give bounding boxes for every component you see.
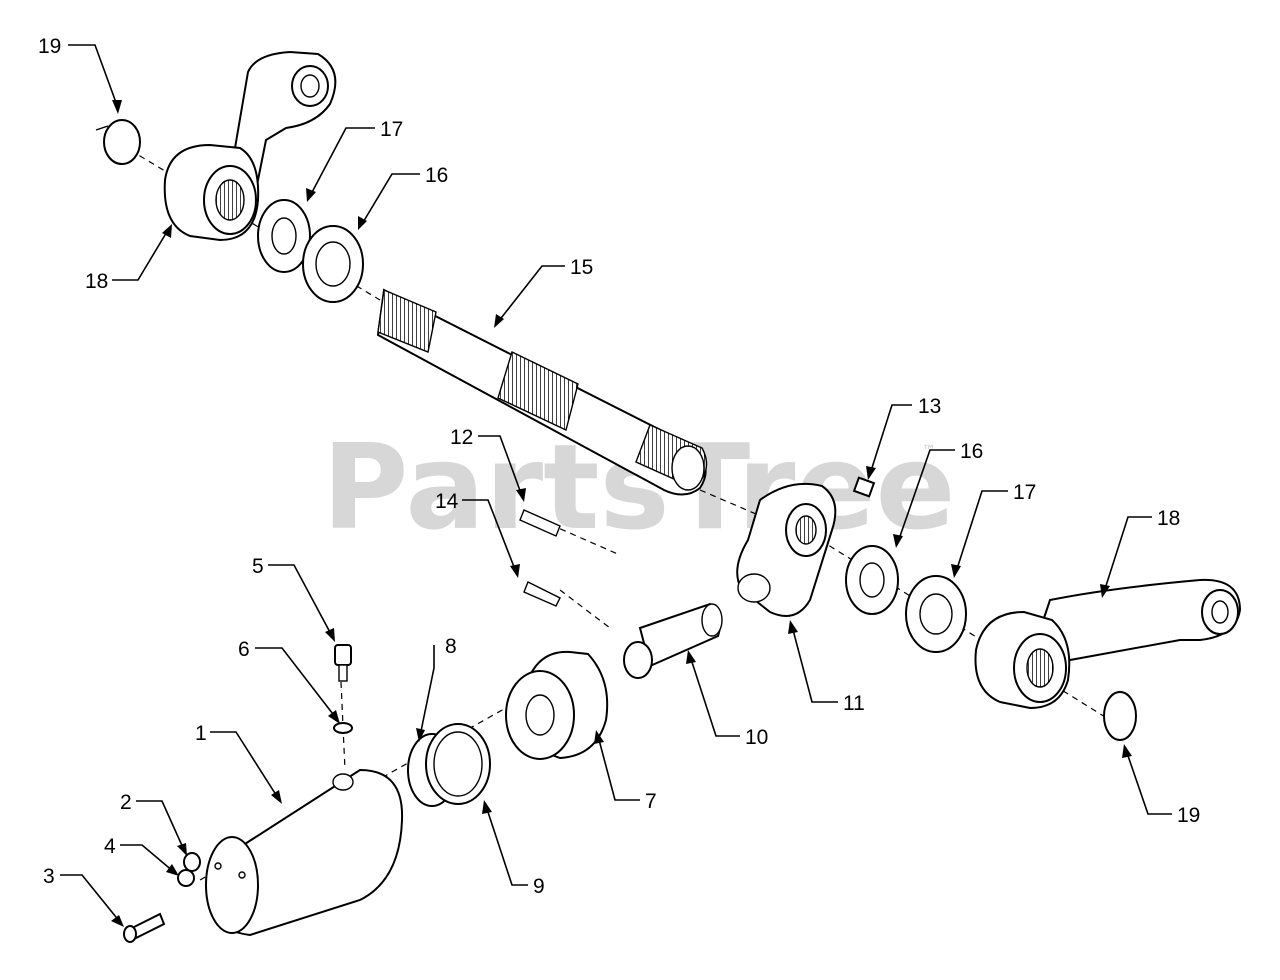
callout-11: 11 <box>843 692 865 715</box>
callout-8: 8 <box>445 635 457 658</box>
part-16-washer-upper <box>302 225 364 303</box>
callout-6: 6 <box>238 638 250 661</box>
part-9-seal <box>425 723 491 805</box>
part-5-bleeder-screw <box>334 644 352 682</box>
callout-14: 14 <box>435 490 459 513</box>
part-19-retaining-ring-upper <box>95 119 141 165</box>
part-19-retaining-ring-lower <box>1103 691 1137 741</box>
callout-16-upper: 16 <box>425 164 448 187</box>
callout-1: 1 <box>195 722 207 745</box>
callout-12: 12 <box>450 426 473 449</box>
part-3-cap-screw <box>123 912 166 943</box>
part-11-pivot-arm <box>736 482 837 617</box>
part-16-washer-lower <box>845 545 899 615</box>
callout-9: 9 <box>533 875 545 898</box>
part-7-piston <box>505 650 609 760</box>
callout-18-upper: 18 <box>85 270 108 293</box>
callout-15: 15 <box>570 256 593 279</box>
callout-18-lower: 18 <box>1157 507 1180 530</box>
leader-lines <box>60 44 1172 927</box>
part-17-washer-lower <box>905 575 967 653</box>
callout-17-lower: 17 <box>1013 481 1036 504</box>
part-2-fitting <box>183 852 201 872</box>
callout-13: 13 <box>918 395 941 418</box>
part-14-pin <box>523 581 561 607</box>
callout-10: 10 <box>745 726 768 749</box>
callout-17-upper: 17 <box>380 118 403 141</box>
part-1-cylinder-body <box>205 768 404 937</box>
part-6-washer <box>333 722 353 734</box>
part-15-splined-shaft <box>376 288 708 496</box>
part-17-washer-upper <box>257 199 311 273</box>
part-4-washer <box>177 869 195 887</box>
part-10-piston-rod <box>623 602 723 679</box>
callout-7: 7 <box>645 790 657 813</box>
callout-19-upper: 19 <box>38 35 61 58</box>
part-12-pin <box>519 509 561 537</box>
callout-numbers: 19 17 16 18 15 13 16 17 18 12 14 11 19 1… <box>38 35 1200 898</box>
part-18-steering-arm-lower <box>974 578 1242 710</box>
callout-19-lower: 19 <box>1177 804 1200 827</box>
callout-16-lower: 16 <box>960 440 983 463</box>
part-13-set-screw <box>852 476 876 498</box>
part-18-steering-arm-upper <box>163 50 337 242</box>
callout-5: 5 <box>252 555 264 578</box>
callout-3: 3 <box>43 865 55 888</box>
callout-2: 2 <box>120 791 132 814</box>
callout-4: 4 <box>104 835 116 858</box>
